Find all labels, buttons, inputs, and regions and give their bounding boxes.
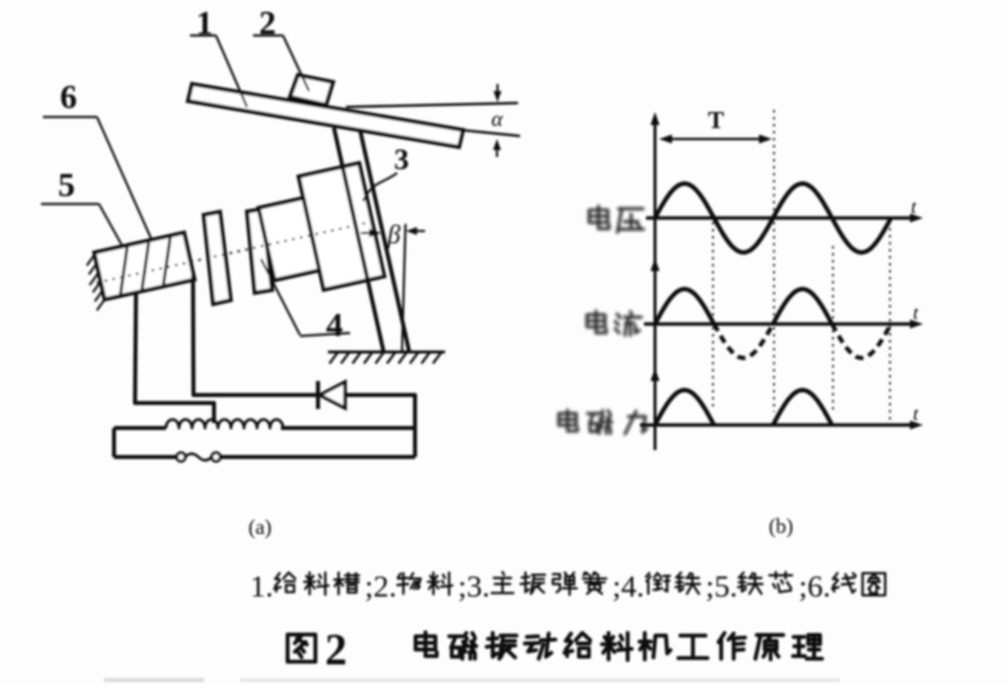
- svg-text:;2.: ;2.: [365, 569, 397, 604]
- svg-text:T: T: [708, 108, 724, 134]
- svg-text:1: 1: [196, 5, 213, 42]
- svg-text:t: t: [913, 404, 919, 425]
- svg-text:α: α: [491, 106, 503, 131]
- svg-text:;4.: ;4.: [612, 569, 644, 604]
- svg-text:β: β: [387, 220, 401, 249]
- svg-text:;3.: ;3.: [458, 569, 490, 604]
- svg-text:2: 2: [259, 5, 276, 42]
- svg-text:(a): (a): [248, 515, 271, 539]
- svg-text:6: 6: [60, 79, 77, 116]
- svg-text:4: 4: [326, 307, 343, 344]
- svg-text:(b): (b): [769, 514, 794, 538]
- svg-text:t: t: [911, 197, 917, 218]
- svg-text:2: 2: [325, 625, 347, 674]
- svg-text:3: 3: [394, 143, 409, 176]
- svg-text:t: t: [913, 303, 919, 324]
- svg-text:1.: 1.: [250, 569, 273, 604]
- svg-text:;5.: ;5.: [706, 569, 738, 604]
- svg-text:5: 5: [58, 167, 75, 204]
- svg-text:;6.: ;6.: [799, 569, 831, 604]
